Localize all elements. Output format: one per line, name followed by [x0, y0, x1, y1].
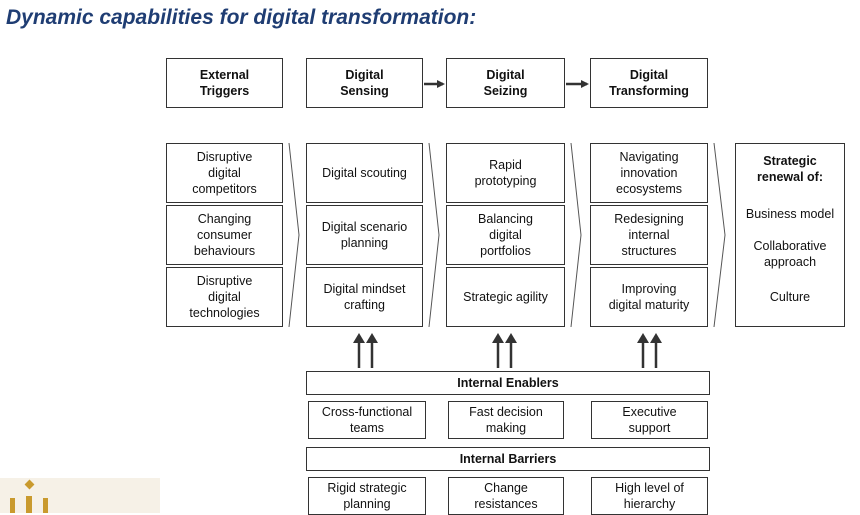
internal-barriers-bar: Internal Barriers: [306, 447, 710, 471]
strategic-renewal-box: Strategic renewal of: Business model Col…: [735, 143, 845, 327]
up-arrow-head: [637, 333, 649, 343]
seizing-box: Rapid prototyping: [446, 143, 565, 203]
internal-enablers-bar: Internal Enablers: [306, 371, 710, 395]
chevron-connector: [288, 142, 300, 328]
chevron-connector: [713, 142, 726, 328]
logo-bar-icon: [26, 496, 32, 513]
transforming-box: Redesigning internal structures: [590, 205, 708, 265]
sensing-box: Digital scouting: [306, 143, 423, 203]
sensing-box: Digital mindset crafting: [306, 267, 423, 327]
up-arrow-head: [650, 333, 662, 343]
header-external-triggers: External Triggers: [166, 58, 283, 108]
up-arrow-head: [505, 333, 517, 343]
transforming-box: Improving digital maturity: [590, 267, 708, 327]
header-digital-transforming: Digital Transforming: [590, 58, 708, 108]
transforming-box: Navigating innovation ecosystems: [590, 143, 708, 203]
up-arrow-head: [492, 333, 504, 343]
renewal-title: Strategic renewal of:: [757, 154, 823, 185]
header-digital-seizing: Digital Seizing: [446, 58, 565, 108]
enabler-box: Cross-functional teams: [308, 401, 426, 439]
logo-diamond-icon: [24, 479, 35, 490]
barrier-box: Change resistances: [448, 477, 564, 515]
trigger-box: Changing consumer behaviours: [166, 205, 283, 265]
trigger-box: Disruptive digital competitors: [166, 143, 283, 203]
trigger-box: Disruptive digital technologies: [166, 267, 283, 327]
seizing-box: Balancing digital portfolios: [446, 205, 565, 265]
up-arrow-head: [366, 333, 378, 343]
barrier-box: High level of hierarchy: [591, 477, 708, 515]
renewal-item: Collaborative approach: [753, 239, 827, 270]
sensing-box: Digital scenario planning: [306, 205, 423, 265]
barrier-box: Rigid strategic planning: [308, 477, 426, 515]
enabler-box: Fast decision making: [448, 401, 564, 439]
renewal-item: Business model: [745, 207, 835, 221]
up-arrow-head: [353, 333, 365, 343]
logo-bar-icon: [10, 498, 15, 513]
renewal-item: Culture: [769, 290, 811, 304]
header-digital-sensing: Digital Sensing: [306, 58, 423, 108]
enabler-box: Executive support: [591, 401, 708, 439]
seizing-box: Strategic agility: [446, 267, 565, 327]
chevron-connector: [428, 142, 440, 328]
logo-bar-icon: [43, 498, 48, 513]
page-title: Dynamic capabilities for digital transfo…: [6, 6, 477, 29]
logo: [0, 478, 160, 513]
chevron-connector: [570, 142, 582, 328]
